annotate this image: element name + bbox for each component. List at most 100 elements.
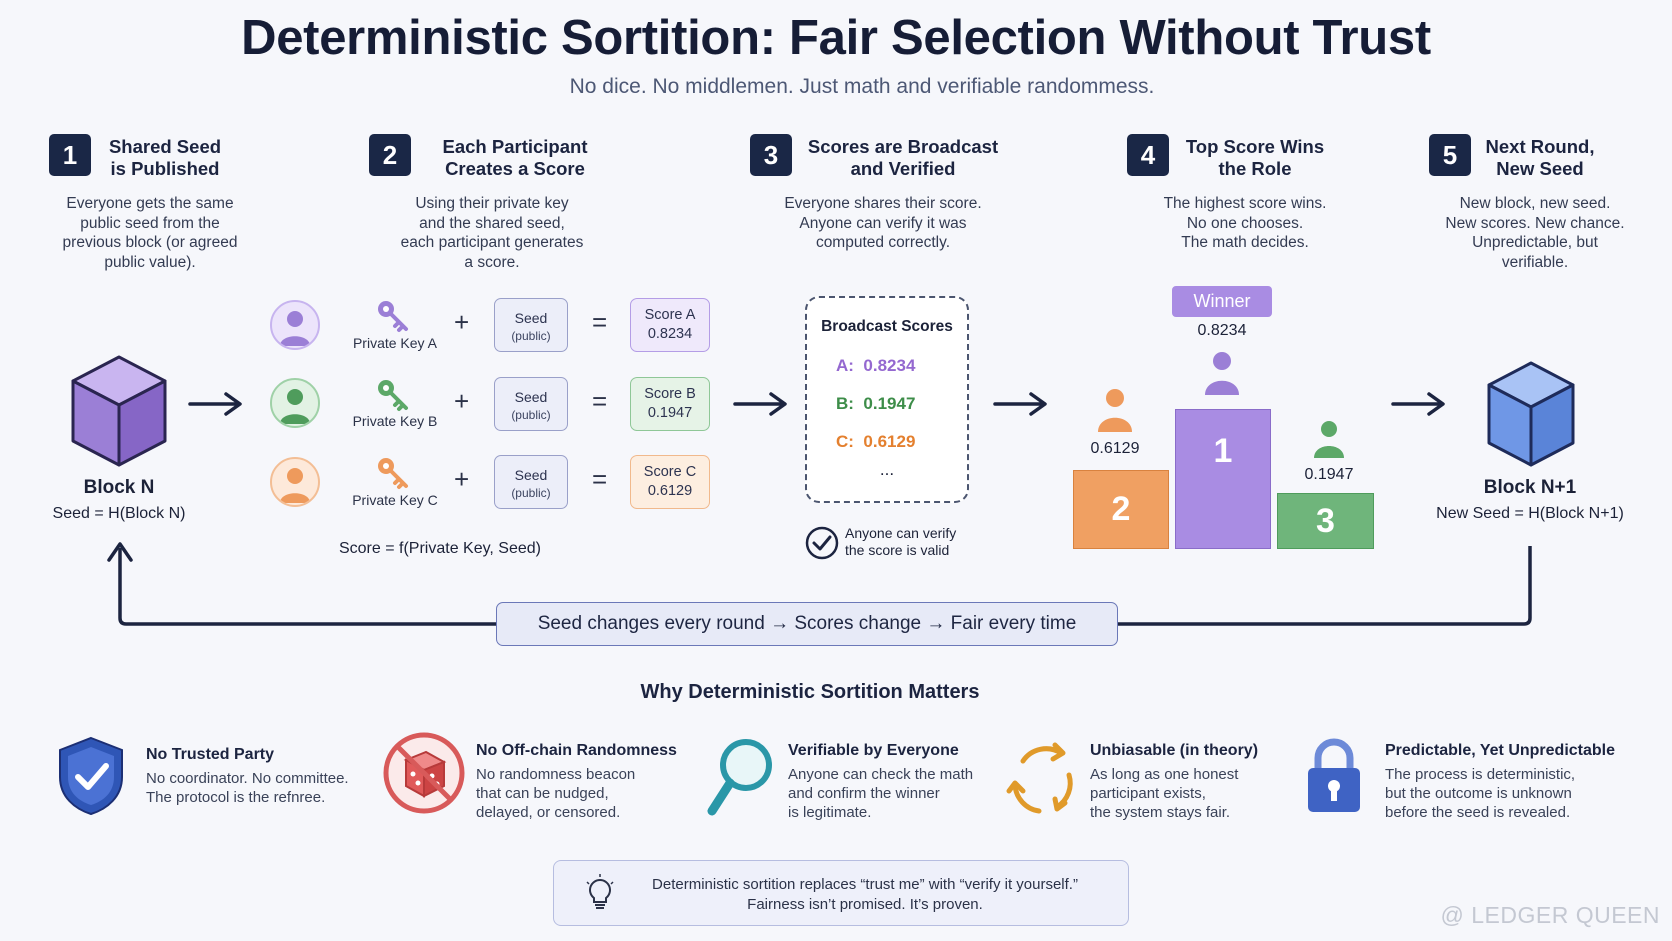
score-formula: Score = f(Private Key, Seed) [338, 540, 541, 557]
step-3-title: Scores are Broadcast and Verified [807, 136, 999, 179]
block-n1-seed: New Seed = H(Block N+1) [1436, 505, 1624, 522]
podium-second: 2 [1073, 470, 1169, 549]
seed-label: Seed [514, 310, 548, 326]
block-n-seed: Seed = H(Block N) [52, 505, 186, 522]
seed-box-b: Seed(public) [494, 377, 568, 431]
private-key-c-label: Private Key C [352, 492, 438, 508]
step-3-number: 3 [750, 134, 792, 176]
person-icon [280, 468, 310, 503]
broadcast-value: 0.1947 [863, 394, 916, 413]
person-icon [280, 389, 310, 424]
broadcast-entry-b: B: 0.1947 [836, 394, 915, 414]
arrow-right-icon [188, 392, 242, 416]
block-n1-cube-icon [1487, 361, 1575, 467]
arrow-right-icon [733, 392, 787, 416]
footer-text: Deterministic sortition replaces “trust … [652, 876, 1078, 913]
score-value: 0.6129 [647, 483, 693, 499]
seed-box-c: Seed (public) [494, 455, 568, 509]
loop-banner: Seed changes every round → Scores change… [496, 602, 1118, 646]
no-dice-icon [383, 732, 465, 814]
step-3-description: Everyone shares their score. Anyone can … [784, 195, 982, 251]
plus-sign: + [454, 464, 470, 494]
seed-sub: (public) [511, 486, 551, 500]
benefit-predictable: Predictable, Yet Unpredictable The proce… [1385, 742, 1635, 822]
broadcast-entry-c: C: 0.6129 [836, 432, 915, 452]
score-label: Score B [644, 386, 696, 402]
check-circle-icon [805, 526, 839, 560]
broadcast-ellipsis: ... [879, 460, 895, 479]
score-box-a: Score A 0.8234 [630, 298, 710, 352]
winner-person-icon [1205, 352, 1239, 395]
page-subtitle: No dice. No middlemen. Just math and ver… [569, 75, 1155, 98]
benefit-no-offchain-randomness: No Off-chain Randomness No randomness be… [476, 742, 696, 822]
second-score: 0.6129 [1090, 440, 1140, 457]
shield-check-icon [59, 736, 123, 816]
participant-c-avatar [270, 457, 320, 507]
benefit-title: No Off-chain Randomness [476, 742, 677, 759]
padlock-icon [1308, 738, 1360, 812]
key-b-icon [378, 380, 408, 411]
participant-b-avatar [270, 378, 320, 428]
verify-note: Anyone can verify the score is valid [845, 525, 957, 558]
magnifier-icon [707, 739, 772, 816]
step-4-title: Top Score Wins the Role [1185, 136, 1325, 179]
block-n-cube-icon [71, 355, 167, 467]
cycle-arrows-icon [1006, 742, 1073, 814]
footer-box [553, 860, 1129, 926]
watermark: @ LEDGER QUEEN [1440, 902, 1660, 928]
benefit-desc: No coordinator. No committee. The protoc… [146, 770, 349, 806]
equals-sign: = [592, 464, 608, 494]
benefit-desc: Anyone can check the math and confirm th… [788, 766, 974, 821]
step-1-number: 1 [49, 134, 91, 176]
benefit-desc: No randomness beacon that can be nudged,… [476, 766, 636, 821]
step-1-title: Shared Seed is Published [108, 136, 222, 179]
benefit-title: Verifiable by Everyone [788, 742, 959, 759]
plus-sign: + [454, 307, 470, 337]
broadcast-label: C: [836, 432, 854, 451]
plus-sign: + [454, 386, 470, 416]
key-c-icon [378, 458, 408, 489]
block-n1-label: Block N+1 [1483, 477, 1577, 498]
broadcast-title: Broadcast Scores [821, 318, 953, 335]
equals-sign: = [592, 386, 608, 416]
benefit-verifiable: Verifiable by Everyone Anyone can check … [788, 742, 1008, 822]
broadcast-label: B: [836, 394, 854, 413]
seed-sub: (public) [511, 408, 551, 422]
lightbulb-icon [586, 874, 614, 909]
first-score: 0.8234 [1197, 322, 1247, 339]
step-5-title: Next Round, New Seed [1485, 136, 1595, 179]
participant-a-avatar [270, 300, 320, 350]
broadcast-label: A: [836, 356, 854, 375]
block-n-label: Block N [83, 477, 155, 498]
step-1-description: Everyone gets the same public seed from … [62, 195, 238, 271]
winner-badge: Winner [1172, 286, 1272, 317]
equals-sign: = [592, 307, 608, 337]
key-a-icon [378, 301, 408, 332]
broadcast-value: 0.8234 [863, 356, 916, 375]
step-2-title: Each Participant Creates a Score [442, 136, 588, 179]
benefit-title: Predictable, Yet Unpredictable [1385, 742, 1616, 759]
step-2-description: Using their private key and the shared s… [400, 195, 584, 271]
private-key-a-label: Private Key A [352, 335, 438, 351]
page-title: Deterministic Sortition: Fair Selection … [241, 11, 1431, 65]
benefit-no-trusted-party: No Trusted Party No coordinator. No comm… [146, 746, 376, 807]
benefit-unbiasable: Unbiasable (in theory) As long as one ho… [1090, 742, 1310, 822]
score-label: Score A [644, 307, 696, 323]
broadcast-value: 0.6129 [863, 432, 916, 451]
why-title: Why Deterministic Sortition Matters [640, 681, 980, 703]
step-4-description: The highest score wins. No one chooses. … [1163, 195, 1327, 251]
private-key-b-label: Private Key B [352, 413, 438, 429]
person-icon [280, 311, 310, 346]
benefit-title: Unbiasable (in theory) [1090, 742, 1259, 759]
seed-sub: (public) [511, 329, 551, 343]
step-5-description: New block, new seed. New scores. New cha… [1445, 195, 1625, 271]
benefit-desc: The process is deterministic, but the ou… [1385, 766, 1576, 821]
third-score: 0.1947 [1304, 466, 1354, 483]
step-2-number: 2 [369, 134, 411, 176]
seed-label: Seed [514, 467, 548, 483]
broadcast-scores-box [805, 296, 969, 503]
seed-box-a: Seed (public) [494, 298, 568, 352]
score-value: 0.8234 [647, 326, 693, 342]
